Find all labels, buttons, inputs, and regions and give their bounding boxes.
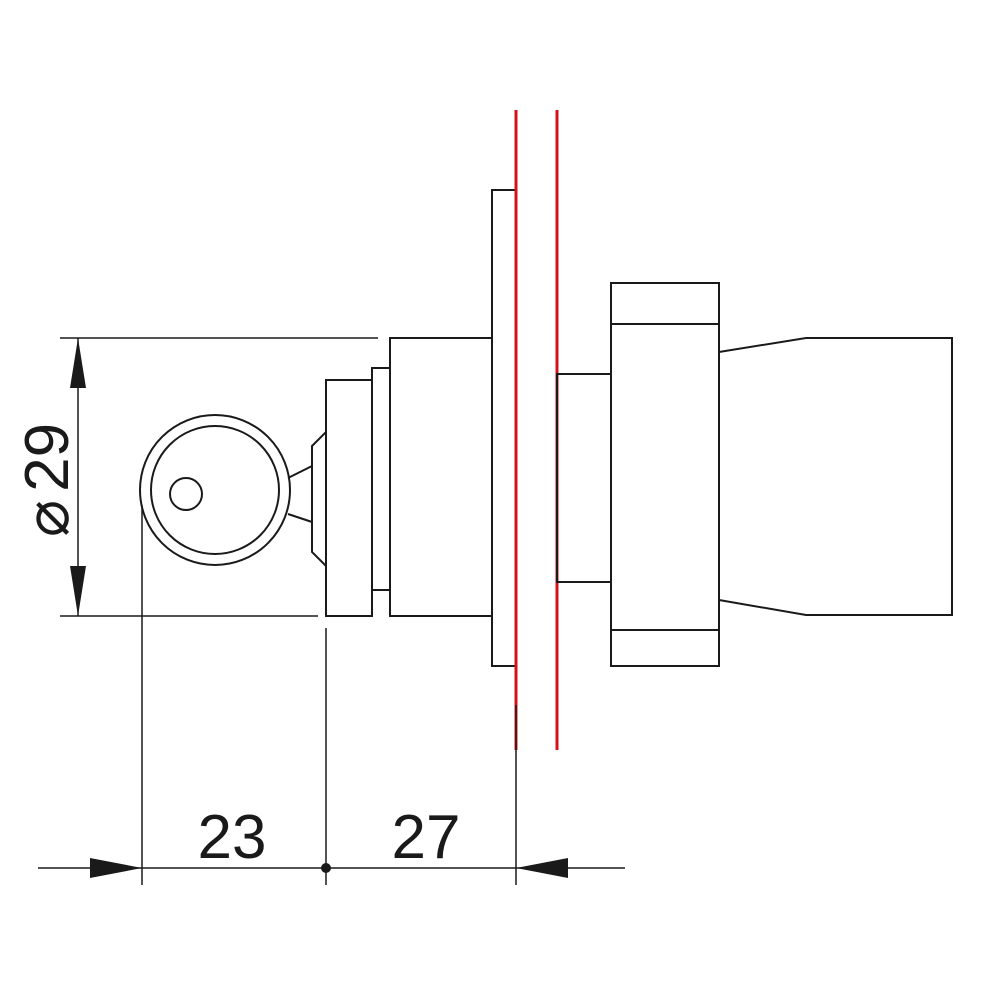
bezel-step <box>371 367 391 591</box>
bezel <box>311 189 517 667</box>
contact-block <box>718 337 953 616</box>
threaded-neck <box>556 373 612 583</box>
bezel-front <box>325 379 373 617</box>
mounting-nut <box>610 282 720 667</box>
body-length-label: 27 <box>392 803 461 872</box>
front-length-label: 23 <box>198 803 267 872</box>
diameter-arrow-bottom <box>70 566 86 616</box>
bezel-body <box>389 337 493 617</box>
key-shank <box>287 465 313 523</box>
key-head-inner <box>150 425 280 555</box>
diameter-dimension: ⌀29 <box>13 337 378 617</box>
body-length-arrow <box>516 858 568 878</box>
diameter-arrow-top <box>70 338 86 388</box>
length-dimensions: 23 27 <box>38 505 625 885</box>
mounting-panel <box>514 110 559 750</box>
dimension-junction-dot <box>321 863 331 873</box>
diameter-label: ⌀29 <box>13 423 82 537</box>
front-length-arrow <box>90 858 142 878</box>
rear-body <box>556 282 953 667</box>
key-head <box>139 414 313 566</box>
lock-cylinder <box>311 429 327 569</box>
key-head-outer <box>139 414 291 566</box>
front-flange <box>491 189 517 667</box>
key-hole <box>169 477 203 511</box>
